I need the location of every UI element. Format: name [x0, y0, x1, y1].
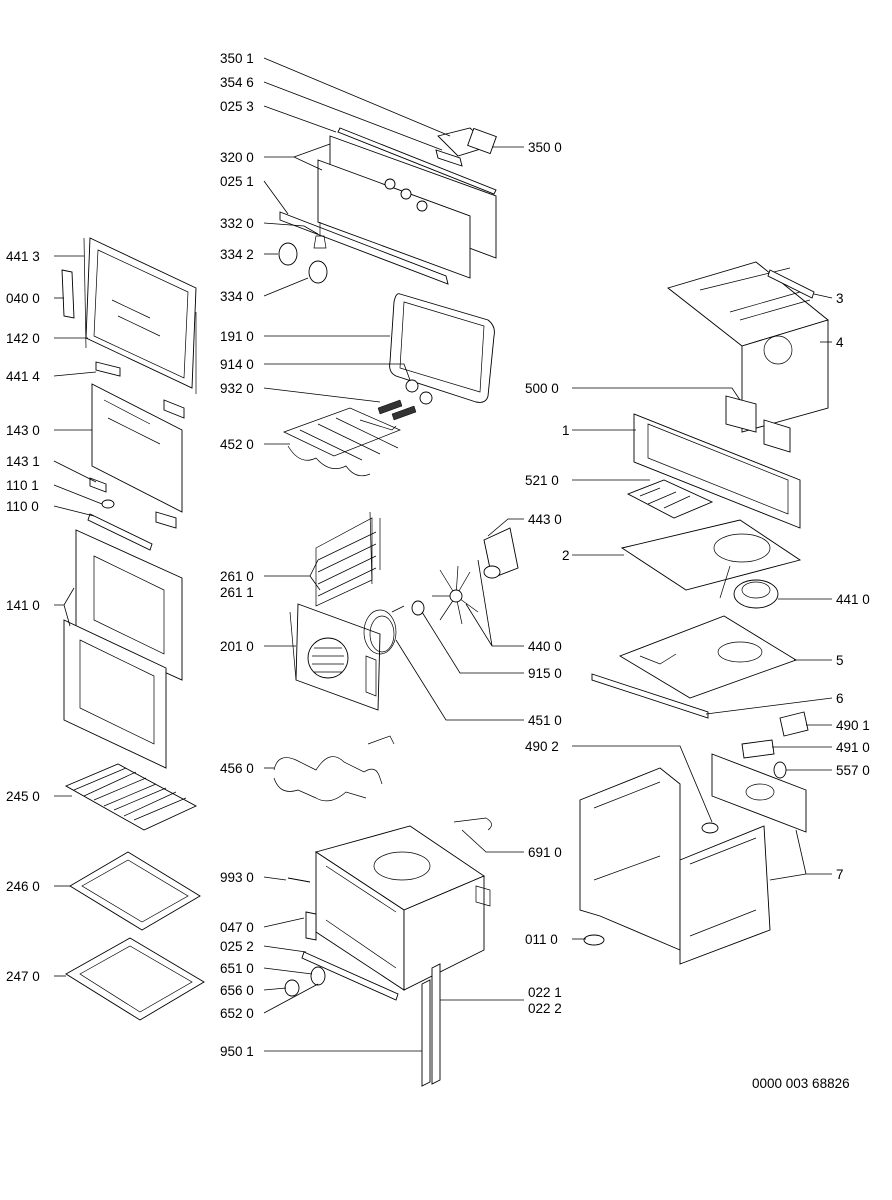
leader-lines	[53, 57, 833, 1052]
label-993-0: 993 0	[220, 870, 254, 885]
label-025-1: 025 1	[220, 174, 254, 189]
fan-assembly	[411, 527, 519, 625]
label-521-0: 521 0	[525, 473, 559, 488]
label-443-0: 443 0	[528, 512, 562, 527]
knob-group	[278, 222, 328, 284]
oven-cavity	[287, 817, 492, 991]
label-022-1: 022 1	[528, 985, 562, 1000]
label-651-0: 651 0	[220, 961, 254, 976]
label-950-1: 950 1	[220, 1044, 254, 1059]
door-panels	[63, 529, 183, 769]
label-261-1: 261 1	[220, 585, 254, 600]
label-441-4: 441 4	[6, 369, 40, 384]
wire-rack	[64, 763, 198, 831]
label-110-1: 110 1	[6, 478, 39, 493]
label-143-0: 143 0	[6, 423, 40, 438]
label-334-2: 334 2	[220, 247, 254, 262]
pcb-board	[626, 479, 714, 519]
grill-element	[283, 407, 401, 477]
outer-case	[579, 753, 807, 965]
door-gasket	[389, 293, 495, 403]
label-025-3: 025 3	[220, 99, 254, 114]
label-452-0: 452 0	[220, 437, 254, 452]
label-652-0: 652 0	[220, 1006, 254, 1021]
label-332-0: 332 0	[220, 216, 254, 231]
ring-element	[363, 605, 405, 655]
top-cover	[667, 261, 829, 433]
label-350-1: 350 1	[220, 51, 254, 66]
label-022-2: 022 2	[528, 1001, 562, 1016]
label-490-2: 490 2	[525, 739, 559, 754]
label-110-0: 110 0	[6, 499, 39, 514]
part-labels: 350 1 354 6 025 3 320 0 025 1 332 0 334 …	[6, 51, 870, 1091]
label-142-0: 142 0	[6, 331, 40, 346]
label-246-0: 246 0	[6, 879, 40, 894]
side-rails	[421, 963, 441, 1087]
label-201-0: 201 0	[220, 639, 254, 654]
label-915-0: 915 0	[528, 666, 562, 681]
label-456-0: 456 0	[220, 761, 254, 776]
label-6: 6	[836, 691, 844, 706]
label-2: 2	[562, 548, 570, 563]
label-191-0: 191 0	[220, 329, 254, 344]
label-914-0: 914 0	[220, 357, 254, 372]
side-racks	[315, 511, 381, 607]
label-451-0: 451 0	[528, 713, 562, 728]
label-354-6: 354 6	[220, 75, 254, 90]
baking-tray	[69, 851, 201, 931]
label-7: 7	[836, 867, 844, 882]
label-350-0: 350 0	[528, 140, 562, 155]
label-011-0: 011 0	[525, 932, 558, 947]
label-025-2: 025 2	[220, 939, 254, 954]
label-441-3: 441 3	[6, 249, 40, 264]
cover-plate	[620, 519, 802, 609]
label-5: 5	[836, 653, 844, 668]
rear-panel	[289, 603, 381, 711]
label-143-1: 143 1	[6, 454, 40, 469]
label-691-0: 691 0	[528, 845, 562, 860]
bottom-plate	[591, 615, 798, 719]
lamp-parts	[377, 379, 433, 421]
document-number: 0000 003 68826	[752, 1076, 850, 1091]
label-490-1: 490 1	[836, 718, 870, 733]
front-strip	[284, 951, 399, 1001]
label-932-0: 932 0	[220, 381, 254, 396]
bottom-element	[273, 735, 395, 802]
inner-glass	[89, 361, 185, 529]
small-electrical-parts	[741, 711, 809, 779]
door-frame	[61, 237, 197, 394]
label-334-0: 334 0	[220, 289, 254, 304]
label-557-0: 557 0	[836, 763, 870, 778]
label-656-0: 656 0	[220, 983, 254, 998]
label-047-0: 047 0	[220, 920, 254, 935]
front-frame	[633, 395, 801, 529]
label-261-0: 261 0	[220, 569, 254, 584]
hinge-rod	[87, 499, 153, 551]
label-4: 4	[836, 335, 844, 350]
label-491-0: 491 0	[836, 740, 870, 755]
label-245-0: 245 0	[6, 789, 40, 804]
label-320-0: 320 0	[220, 150, 254, 165]
label-040-0: 040 0	[6, 291, 40, 306]
label-1: 1	[562, 423, 570, 438]
label-500-0: 500 0	[525, 381, 559, 396]
label-3: 3	[836, 291, 844, 306]
label-440-0: 440 0	[528, 639, 562, 654]
label-141-0: 141 0	[6, 598, 40, 613]
label-441-0: 441 0	[836, 592, 870, 607]
drip-tray	[65, 937, 205, 1021]
control-panel-group	[279, 127, 497, 285]
label-247-0: 247 0	[6, 969, 40, 984]
